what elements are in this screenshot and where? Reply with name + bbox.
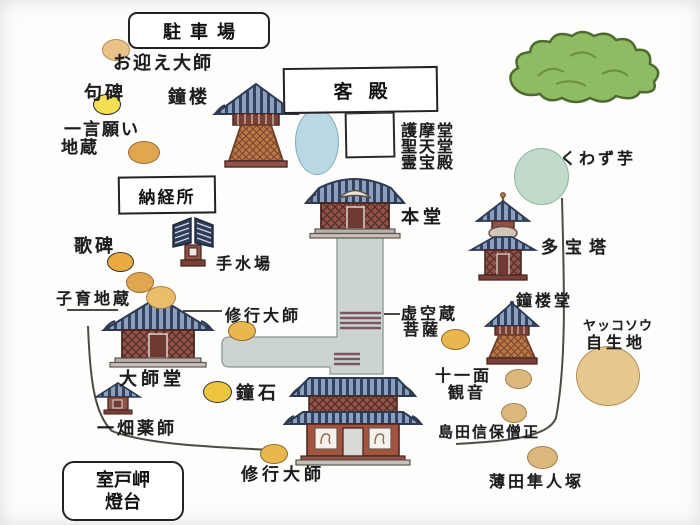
trees-icon bbox=[509, 30, 660, 104]
daishi-hall-icon bbox=[100, 295, 216, 368]
label-kokuzo-line2: 菩薩 bbox=[403, 322, 442, 339]
label-chozuba: 手水場 bbox=[216, 256, 274, 273]
label-daishido: 大師堂 bbox=[119, 369, 185, 389]
kokuzo-marker bbox=[441, 329, 470, 350]
label-reihoden: 霊宝殿 bbox=[401, 155, 456, 172]
yakkoso-habitat-area bbox=[576, 346, 640, 406]
nokyosho-box: 納経所 bbox=[117, 175, 217, 215]
label-yakkoso-line2: 自生地 bbox=[586, 335, 647, 352]
main-hall-icon bbox=[303, 178, 407, 239]
juichimen-kannon-marker bbox=[505, 369, 532, 389]
label-hondo: 本堂 bbox=[401, 207, 445, 227]
omukae-daishi-marker bbox=[102, 39, 130, 61]
susukida-marker bbox=[527, 446, 558, 469]
parking-box: 駐車場 bbox=[128, 12, 270, 49]
label-tahoto: 多宝塔 bbox=[541, 238, 613, 257]
trail-lines bbox=[67, 197, 565, 452]
kaneishi-marker bbox=[203, 381, 232, 403]
kahi-marker bbox=[107, 252, 134, 272]
kuhi-marker bbox=[93, 94, 121, 115]
label-omukae-daishi: お迎え大師 bbox=[113, 53, 213, 73]
water-pavilion-icon bbox=[172, 216, 214, 267]
label-hitokoto-line1: 一言願い bbox=[64, 120, 140, 139]
label-ichibata-yakushi: 一畑薬師 bbox=[97, 419, 177, 438]
east-trail bbox=[455, 197, 565, 445]
west-trail bbox=[87, 325, 287, 452]
lighthouse-label-line2: 燈台 bbox=[105, 492, 141, 512]
label-gomado: 護摩堂 bbox=[401, 123, 456, 140]
label-shoro: 鐘楼 bbox=[168, 87, 210, 107]
label-kaneishi: 鐘石 bbox=[236, 383, 280, 403]
label-kosodate-jizo: 子育地蔵 bbox=[56, 291, 133, 308]
label-juichimen-line2: 観音 bbox=[448, 385, 487, 402]
shugyo-daishi-lower-marker bbox=[260, 444, 288, 464]
label-kahi: 歌碑 bbox=[74, 236, 116, 256]
nokyosho-label: 納経所 bbox=[138, 187, 196, 207]
stairs bbox=[334, 311, 381, 366]
label-shugyo-daishi-upper: 修行大師 bbox=[225, 308, 302, 325]
roof-finial-marker bbox=[146, 286, 176, 309]
hitokoto-jizo-marker bbox=[128, 141, 160, 164]
kosodate-jizo-marker bbox=[126, 272, 154, 293]
parking-label: 駐車場 bbox=[163, 21, 244, 42]
temple-gate-icon bbox=[283, 377, 423, 466]
kyakuden-box: 客殿 bbox=[282, 65, 439, 115]
label-shorodo: 鐘楼堂 bbox=[516, 293, 574, 310]
label-juichimen-line1: 十一面 bbox=[435, 368, 493, 385]
label-shimada: 島田信保僧正 bbox=[438, 424, 541, 441]
lighthouse-box: 室戸岬 燈台 bbox=[62, 461, 184, 521]
pagoda-icon bbox=[467, 192, 539, 281]
kyakuden-label: 客殿 bbox=[333, 80, 404, 103]
label-hitokoto-line2: 地蔵 bbox=[61, 138, 99, 157]
label-kuhi: 句碑 bbox=[84, 83, 126, 103]
label-shotendo: 聖天堂 bbox=[401, 139, 456, 156]
shugyo-daishi-upper-marker bbox=[228, 321, 256, 341]
small-shrine-icon bbox=[94, 382, 142, 415]
label-susukida: 薄田隼人塚 bbox=[489, 474, 585, 491]
label-kokuzo-line1: 虚空蔵 bbox=[401, 306, 459, 323]
belfry-hall-icon bbox=[483, 300, 541, 365]
main-approach-path bbox=[221, 235, 384, 375]
pond bbox=[295, 109, 339, 175]
shimada-marker bbox=[501, 403, 527, 423]
kuwazuimo-plant bbox=[514, 148, 569, 205]
lighthouse-label-line1: 室戸岬 bbox=[96, 470, 150, 490]
label-yakkoso-line1: ヤッコソウ bbox=[583, 318, 654, 333]
small-building-outline bbox=[344, 111, 396, 159]
label-kuwazuimo: くわず芋 bbox=[560, 151, 637, 168]
label-shugyo-daishi-lower: 修行大師 bbox=[241, 465, 325, 484]
